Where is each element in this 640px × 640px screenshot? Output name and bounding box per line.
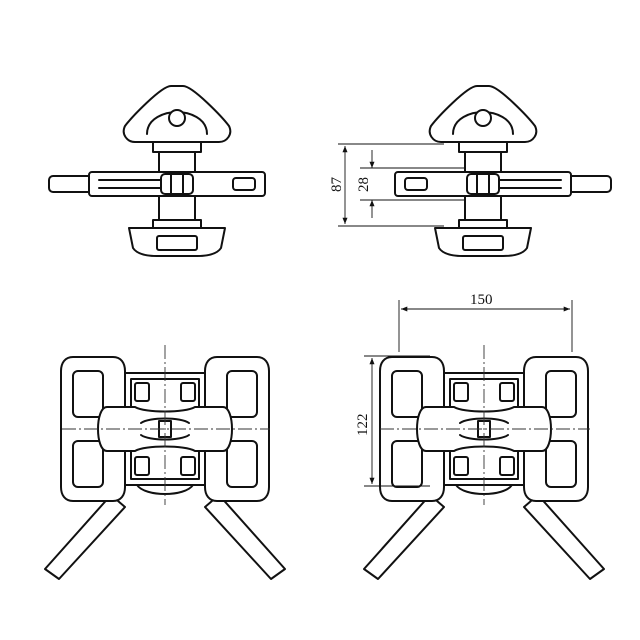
- side-view-left: [48, 85, 266, 257]
- dimension-122: 122: [355, 355, 430, 487]
- dimension-28-label: 28: [356, 177, 372, 192]
- dimension-122-label: 122: [355, 414, 371, 437]
- dimension-87-label: 87: [329, 177, 345, 193]
- dimension-150: 150: [398, 292, 573, 352]
- dimension-28: 28: [356, 150, 464, 218]
- dimension-150-label: 150: [470, 292, 493, 308]
- dimension-87: 87: [329, 143, 444, 227]
- side-view-right: [394, 85, 612, 257]
